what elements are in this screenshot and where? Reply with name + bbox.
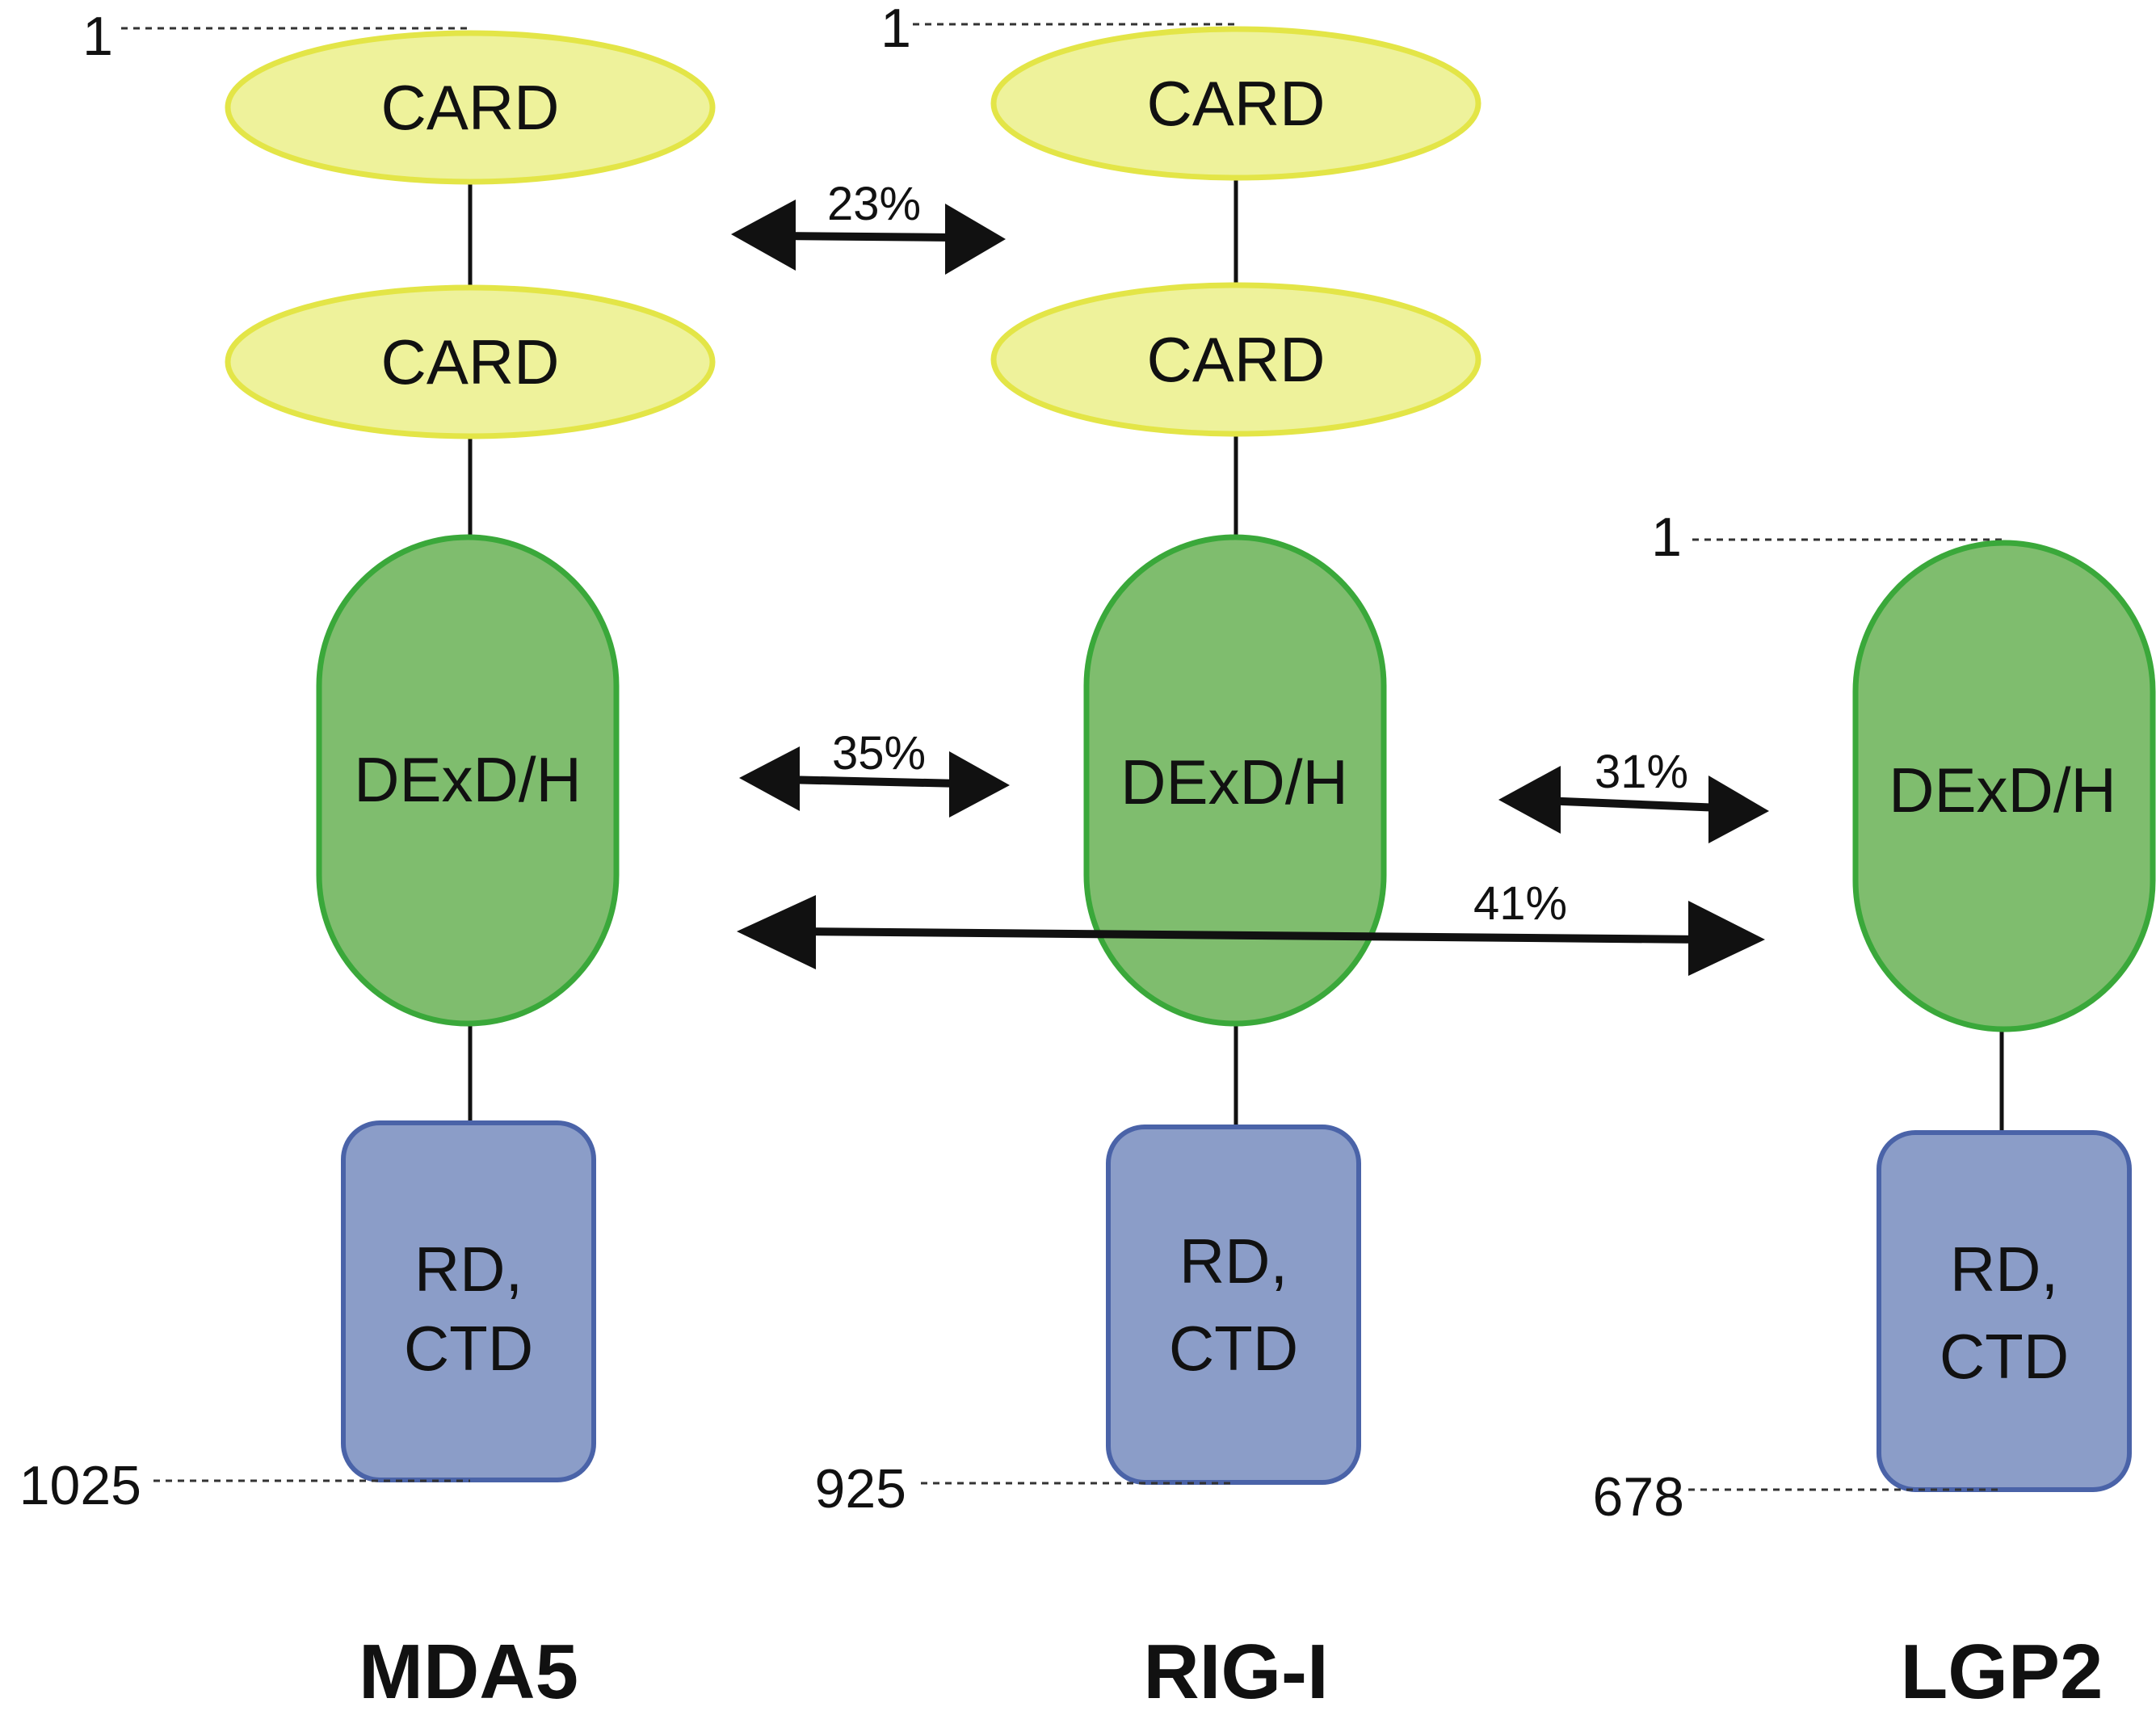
protein-name: MDA5: [359, 1629, 578, 1711]
protein-name: RIG-I: [1143, 1629, 1328, 1711]
helicase-domain: [316, 534, 620, 1027]
arrowhead-right: [1688, 901, 1765, 976]
identity-label: 23%: [827, 178, 921, 230]
double-arrow-shaft: [783, 776, 962, 788]
rd-ctd-label-line2: CTD: [1940, 1321, 2069, 1392]
rd-ctd-label-line2: CTD: [404, 1313, 533, 1384]
rd-ctd-label-line1: RD,: [1950, 1234, 2058, 1305]
arrow-helicase-rigi-lgp2: 31%: [1498, 746, 1769, 843]
end-position-label: 925: [815, 1458, 906, 1520]
card-domain-1-label: CARD: [380, 72, 559, 143]
helicase-domain: [1852, 540, 2156, 1032]
arrow-helicase-mda5-lgp2: 41%: [737, 877, 1765, 976]
rd-ctd-label-line1: RD,: [414, 1234, 523, 1305]
identity-label: 35%: [832, 727, 926, 780]
rd-ctd-label-line2: CTD: [1169, 1313, 1298, 1384]
protein-mda5: 1 CARD CARD DExD/H RD, CTD 1025 MDA5: [19, 6, 716, 1711]
double-arrow-shaft: [1542, 797, 1721, 812]
card-domain-1: [990, 26, 1481, 181]
end-position-label: 1025: [19, 1455, 141, 1516]
identity-label: 31%: [1595, 746, 1688, 798]
identity-label: 41%: [1473, 877, 1567, 930]
helicase-domain-label: DExD/H: [1889, 755, 2116, 826]
helicase-domain-label: DExD/H: [354, 744, 582, 815]
arrowhead-left: [1498, 766, 1561, 834]
arrow-helicase-mda5-rigi: 35%: [739, 727, 1010, 818]
double-arrow-shaft: [799, 927, 1705, 944]
identity-arrows: 23% 35% 31% 41%: [731, 178, 1769, 976]
card-domain-2: [990, 282, 1481, 437]
rd-ctd-domain: [1877, 1130, 2132, 1492]
start-position-label: 1: [880, 0, 911, 59]
arrowhead-left: [739, 746, 800, 811]
rd-ctd-label-line1: RD,: [1179, 1225, 1288, 1297]
card-domain-2-label: CARD: [1146, 324, 1325, 395]
start-position-label: 1: [1651, 507, 1682, 568]
card-domain-1: [225, 30, 716, 185]
protein-lgp2: 1 DExD/H RD, CTD 678 LGP2: [1593, 507, 2156, 1711]
arrowhead-right: [1708, 776, 1769, 843]
arrowhead-left: [737, 895, 816, 969]
rd-ctd-domain: [1106, 1125, 1361, 1485]
helicase-domain: [1083, 534, 1387, 1027]
arrowhead-right: [949, 751, 1010, 818]
arrow-card-mda5-rigi: 23%: [731, 178, 1006, 275]
arrowhead-left: [731, 200, 796, 271]
card-domain-1-label: CARD: [1146, 68, 1325, 139]
helicase-domain-label: DExD/H: [1120, 746, 1348, 818]
card-domain-2: [225, 284, 716, 439]
arrowhead-right: [945, 204, 1006, 275]
card-domain-2-label: CARD: [380, 326, 559, 397]
start-position-label: 1: [82, 6, 113, 67]
protein-name: LGP2: [1901, 1629, 2103, 1711]
protein-rig-i: 1 CARD CARD DExD/H RD, CTD 925 RIG-I: [815, 0, 1481, 1711]
double-arrow-shaft: [775, 232, 954, 242]
end-position-label: 678: [1593, 1466, 1684, 1528]
